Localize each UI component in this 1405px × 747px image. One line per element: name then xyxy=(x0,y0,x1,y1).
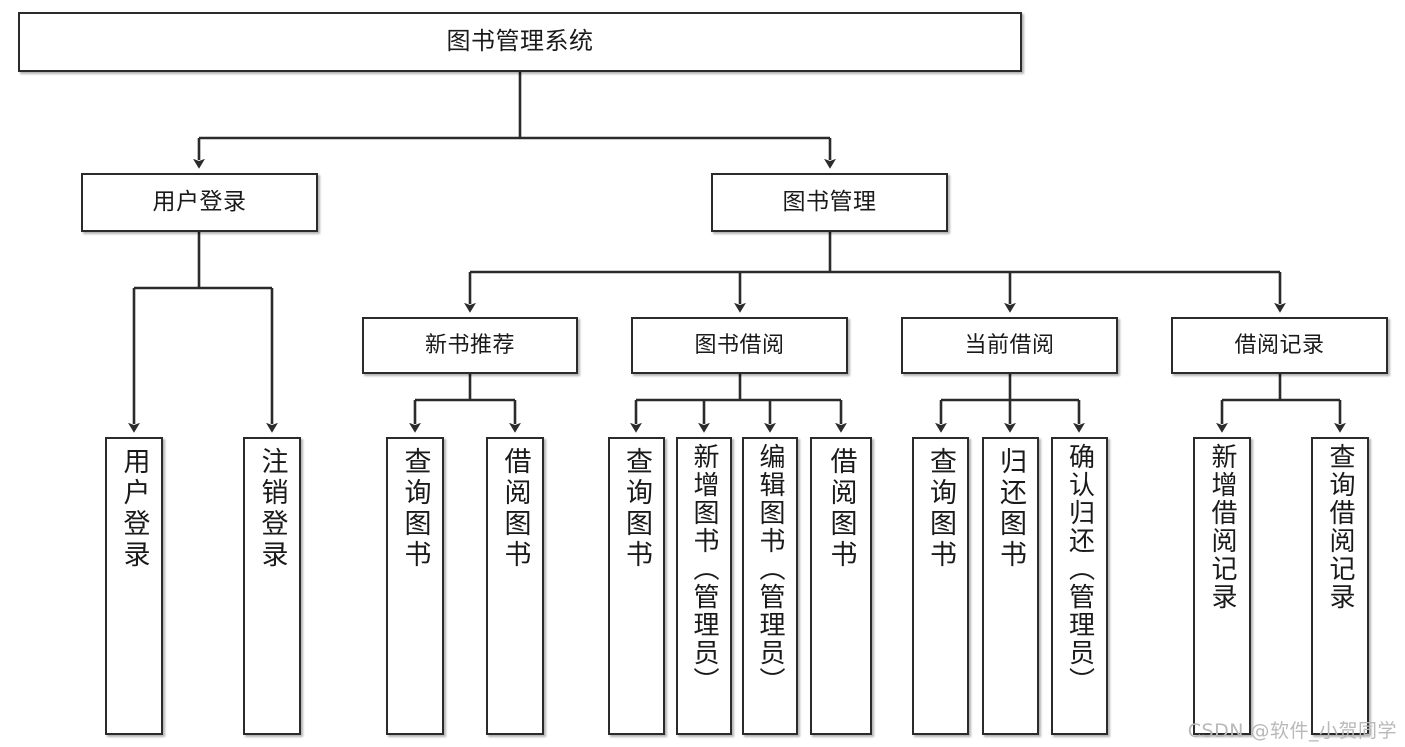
leaf-query-books-current[interactable]: 查询图书 xyxy=(912,437,969,735)
leaf-query-borrow-record[interactable]: 查询借阅记录 xyxy=(1311,437,1369,735)
leaf-edit-book-admin[interactable]: 编辑图书（管理员） xyxy=(742,437,798,735)
node-label: 查询图书 xyxy=(925,447,956,571)
leaf-user-login[interactable]: 用户登录 xyxy=(105,437,163,735)
node-label: 当前借阅 xyxy=(964,332,1055,358)
node-book-management[interactable]: 图书管理 xyxy=(711,173,948,232)
node-label: 图书借阅 xyxy=(694,332,785,358)
node-new-book-recommend[interactable]: 新书推荐 xyxy=(362,317,578,374)
leaf-add-borrow-record[interactable]: 新增借阅记录 xyxy=(1193,437,1251,735)
node-label: 查询图书 xyxy=(399,447,431,571)
node-label: 查询图书 xyxy=(621,447,652,571)
node-label: 归还图书 xyxy=(995,447,1026,571)
leaf-add-book-admin[interactable]: 新增图书（管理员） xyxy=(676,437,732,735)
node-label: 查询借阅记录 xyxy=(1325,443,1355,611)
node-label: 编辑图书（管理员） xyxy=(755,443,785,695)
node-label: 借阅图书 xyxy=(499,447,531,571)
node-label: 新书推荐 xyxy=(424,332,515,358)
leaf-borrow-books-new[interactable]: 借阅图书 xyxy=(486,437,544,735)
node-label: 注销登录 xyxy=(256,447,288,571)
leaf-query-books-borrow[interactable]: 查询图书 xyxy=(608,437,665,735)
node-borrow-records[interactable]: 借阅记录 xyxy=(1171,317,1388,374)
leaf-return-books[interactable]: 归还图书 xyxy=(982,437,1039,735)
node-user-login[interactable]: 用户登录 xyxy=(81,173,318,232)
node-label: 借阅图书 xyxy=(825,447,857,571)
watermark-csdn: CSDN @软件_小贺同学 xyxy=(1187,720,1397,742)
node-label: 借阅记录 xyxy=(1234,332,1325,358)
node-label: 新增图书（管理员） xyxy=(689,443,719,695)
leaf-query-books-new[interactable]: 查询图书 xyxy=(386,437,444,735)
node-label: 用户登录 xyxy=(118,447,150,571)
node-label: 新增借阅记录 xyxy=(1207,443,1237,611)
leaf-logout[interactable]: 注销登录 xyxy=(243,437,301,735)
node-label: 确认归还（管理员） xyxy=(1064,443,1095,695)
leaf-borrow-books-borrow[interactable]: 借阅图书 xyxy=(810,437,872,735)
node-label: 图书管理 xyxy=(782,189,877,216)
node-current-borrow[interactable]: 当前借阅 xyxy=(901,317,1118,374)
node-label: 图书管理系统 xyxy=(446,27,594,56)
node-book-borrow[interactable]: 图书借阅 xyxy=(631,317,848,374)
leaf-confirm-return-admin[interactable]: 确认归还（管理员） xyxy=(1051,437,1108,735)
node-root-book-management-system[interactable]: 图书管理系统 xyxy=(18,12,1022,72)
node-label: 用户登录 xyxy=(152,189,247,216)
